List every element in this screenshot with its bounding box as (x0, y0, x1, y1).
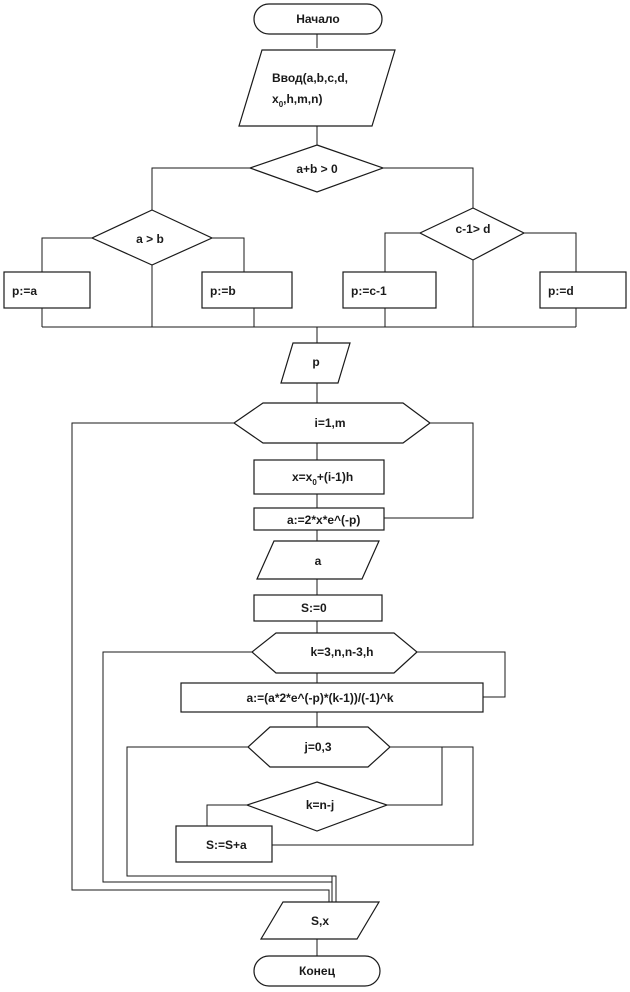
decision-c-gt-d: c-1> d (418, 207, 526, 261)
sum-s-label: S:=S+a (206, 838, 247, 852)
output-a: a (256, 540, 380, 580)
sum-s-box: S:=S+a (175, 825, 273, 863)
decision-k: k=n-j (245, 781, 389, 832)
input-line1: Ввод(a,b,c,d, (272, 71, 348, 85)
assign-pb-box: p:=b (201, 271, 293, 309)
calc-a-box: a:=2*x*e^(-p) (253, 507, 385, 531)
output-p: p (280, 342, 351, 384)
output-sx: S,x (259, 901, 381, 940)
init-s-box: S:=0 (253, 594, 383, 622)
decision-sum: a+b > 0 (248, 144, 385, 193)
loop-k-header: k=3,n,n-3,h (251, 632, 418, 674)
input-line2: x0,h,m,n) (272, 92, 322, 109)
init-s-label: S:=0 (301, 601, 327, 615)
decision-a-gt-b-label: a > b (136, 232, 164, 246)
assign-pb-label: p:=b (210, 284, 236, 298)
start-terminator: Начало (253, 3, 383, 35)
loop-j-label: j=0,3 (303, 740, 331, 754)
loop-j-header: j=0,3 (247, 726, 391, 768)
connectors (41, 32, 577, 956)
decision-a-gt-b: a > b (90, 209, 214, 266)
loop-k-label: k=3,n,n-3,h (310, 645, 373, 659)
assign-pa-label: p:=a (12, 284, 37, 298)
calc-a2-box: a:=(a*2*e^(-p)*(k-1))/(-1)^k (180, 682, 484, 713)
assign-pa-box: p:=a (3, 271, 91, 309)
input-block: Ввод(a,b,c,d, x0,h,m,n) (238, 49, 396, 127)
calc-x-label: x=x0+(i-1)h (292, 470, 353, 487)
loop-i-label: i=1,m (314, 416, 345, 430)
output-sx-label: S,x (311, 914, 329, 928)
assign-pc-label: p:=c-1 (351, 284, 387, 298)
calc-x-box: x=x0+(i-1)h (253, 459, 385, 495)
end-terminator: Конец (253, 955, 381, 987)
start-label: Начало (296, 12, 339, 26)
assign-pd-label: p:=d (548, 284, 574, 298)
decision-c-gt-d-label: c-1> d (455, 222, 490, 236)
calc-a-label: a:=2*x*e^(-p) (287, 513, 360, 527)
assign-pd-box: p:=d (539, 271, 627, 309)
end-label: Конец (299, 964, 336, 978)
output-p-label: p (312, 355, 319, 369)
calc-a2-label: a:=(a*2*e^(-p)*(k-1))/(-1)^k (246, 691, 393, 705)
decision-sum-label: a+b > 0 (296, 162, 338, 176)
decision-k-label: k=n-j (306, 798, 334, 812)
loop-i-header: i=1,m (232, 402, 432, 444)
assign-pc-box: p:=c-1 (342, 271, 437, 309)
output-a-label: a (315, 554, 322, 568)
